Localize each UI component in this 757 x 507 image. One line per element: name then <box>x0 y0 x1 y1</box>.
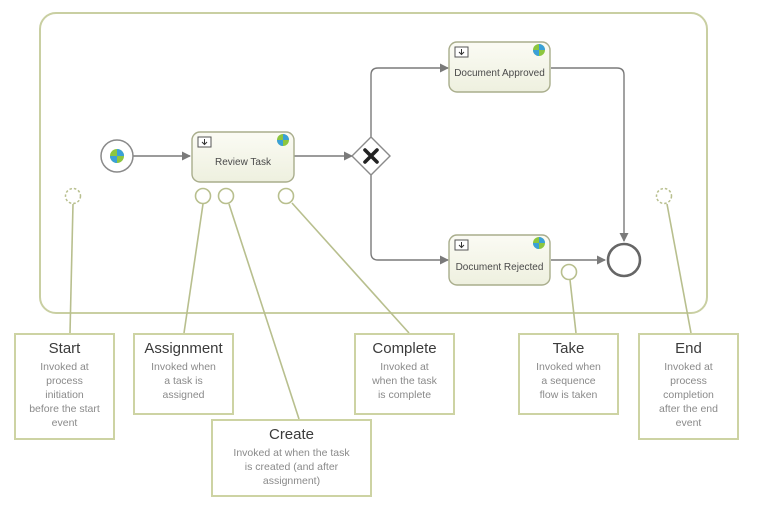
listener-take-marker[interactable] <box>560 263 578 281</box>
callout-take-desc: Invoked when a sequence flow is taken <box>536 361 601 401</box>
process-pool <box>39 12 708 314</box>
script-listener-icon <box>533 237 545 249</box>
flow-gateway-to-approved[interactable] <box>370 63 449 137</box>
listener-complete-marker[interactable] <box>277 187 295 205</box>
exclusive-gateway[interactable] <box>351 136 391 176</box>
callout-end: End Invoked at process completion after … <box>638 333 739 440</box>
end-event[interactable] <box>606 242 642 278</box>
leader-end <box>666 203 692 334</box>
listener-end-marker[interactable] <box>655 187 673 205</box>
callout-assignment-desc: Invoked when a task is assigned <box>151 361 216 401</box>
leader-assignment <box>183 203 204 334</box>
callout-start-title: Start <box>48 340 81 357</box>
callout-complete-title: Complete <box>372 340 437 357</box>
callout-leaders <box>69 202 692 420</box>
callout-complete: Complete Invoked at when the task is com… <box>354 333 455 415</box>
callout-start: Start Invoked at process initiation befo… <box>14 333 115 440</box>
callout-end-title: End <box>675 340 702 357</box>
download-arrow-icon <box>458 49 465 56</box>
callout-start-desc: Invoked at process initiation before the… <box>29 361 100 429</box>
leader-start <box>69 203 74 334</box>
start-event-icon <box>110 149 124 163</box>
listener-markers <box>64 187 673 281</box>
leader-create <box>228 203 300 420</box>
callout-end-desc: Invoked at process completion after the … <box>659 361 718 429</box>
task-rejected-label: Document Rejected <box>456 262 544 273</box>
task-approved[interactable]: Document Approved <box>448 41 551 93</box>
task-rejected[interactable]: Document Rejected <box>448 234 551 286</box>
callout-create: Create Invoked at when the task is creat… <box>211 419 372 497</box>
script-listener-icon <box>277 134 289 146</box>
start-event[interactable] <box>100 139 134 173</box>
callout-assignment: Assignment Invoked when a task is assign… <box>133 333 234 415</box>
flow-gateway-to-rejected[interactable] <box>370 175 449 265</box>
leader-take <box>569 279 577 334</box>
task-approved-label: Document Approved <box>454 68 545 79</box>
callout-take-title: Take <box>552 340 585 357</box>
flow-approved-to-end[interactable] <box>551 67 629 242</box>
listener-create-marker[interactable] <box>217 187 235 205</box>
script-listener-icon <box>533 44 545 56</box>
x-icon <box>363 148 379 164</box>
callout-create-desc: Invoked at when the task is created (and… <box>233 447 350 487</box>
listener-assignment-marker[interactable] <box>194 187 212 205</box>
download-arrow-icon <box>458 242 465 249</box>
leader-complete <box>291 202 410 334</box>
callout-assignment-title: Assignment <box>144 340 223 357</box>
callout-take: Take Invoked when a sequence flow is tak… <box>518 333 619 415</box>
task-review-label: Review Task <box>215 157 272 168</box>
listener-start-marker[interactable] <box>64 187 82 205</box>
callout-create-title: Create <box>268 426 315 443</box>
download-arrow-icon <box>201 139 208 146</box>
task-review[interactable]: Review Task <box>191 131 295 183</box>
callout-complete-desc: Invoked at when the task is complete <box>372 361 437 401</box>
sequence-flows <box>133 63 629 265</box>
